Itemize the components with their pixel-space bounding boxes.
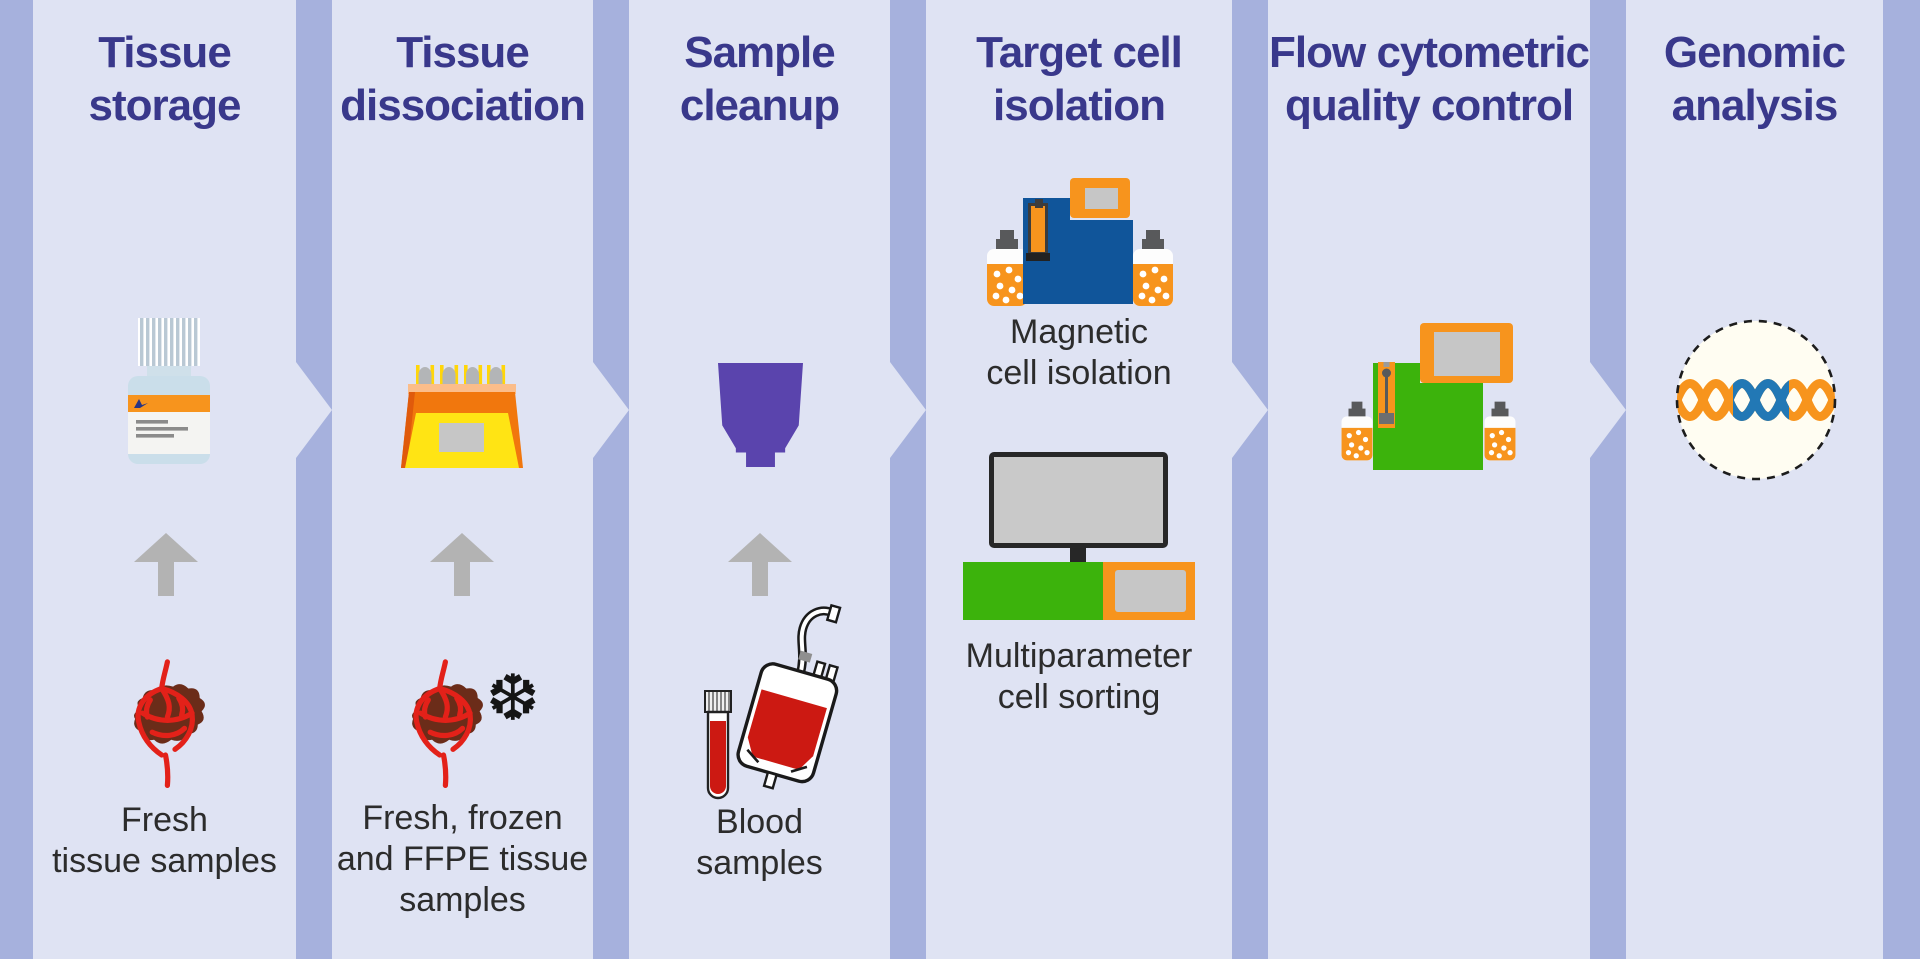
flow-arrow-icon — [1590, 362, 1626, 458]
arrow-stem — [752, 562, 768, 596]
blood-tube-icon — [704, 690, 732, 800]
tissue-sample-icon — [118, 658, 213, 795]
device-screen — [1420, 323, 1513, 383]
column-title: Sample cleanup — [679, 28, 840, 130]
monitor-icon — [989, 452, 1168, 548]
up-arrow-icon — [728, 533, 792, 597]
blood-bag-icon — [736, 603, 842, 790]
column-cap — [1035, 199, 1043, 208]
dissociator-icon — [401, 365, 523, 468]
panel-tissue-storage — [33, 0, 296, 959]
flow-arrow-icon — [296, 362, 332, 458]
arrow-head — [430, 533, 494, 562]
arrow-head — [134, 533, 198, 562]
storage-bottle-icon — [128, 318, 210, 464]
flow-arrow-icon — [1232, 362, 1268, 458]
flow-arrow-icon — [593, 362, 629, 458]
sample-label: Fresh, frozen and FFPE tissue samples — [336, 799, 589, 919]
column-title: Target cell isolation — [976, 28, 1183, 130]
dna-helix-icon — [1675, 319, 1837, 481]
tissue-sample-icon — [396, 658, 491, 795]
monitor-stand — [1070, 548, 1086, 563]
arrow-stem — [454, 562, 470, 596]
method-label: Magnetic cell isolation — [986, 313, 1172, 392]
snowflake-icon: ❆ — [486, 662, 540, 734]
flow-arrow-icon — [890, 362, 926, 458]
arrow-head — [728, 533, 792, 562]
column-title: Genomic analysis — [1663, 28, 1846, 130]
device-display — [1434, 332, 1500, 376]
panel-sample-cleanup — [629, 0, 890, 959]
separation-column-icon — [1026, 199, 1050, 261]
reagent-bottle-icon — [1341, 401, 1373, 461]
reagent-bottle-icon — [1484, 401, 1516, 461]
sample-label: Fresh tissue samples — [52, 801, 277, 880]
reagent-bottle-icon — [1133, 230, 1173, 306]
panel-tissue-dissociation — [332, 0, 593, 959]
column-title: Tissue storage — [88, 28, 242, 130]
column-title: Tissue dissociation — [340, 28, 586, 130]
sample-probe-icon — [1378, 362, 1395, 428]
device-screen — [1070, 178, 1130, 218]
sorter-display — [1115, 570, 1186, 612]
arrow-stem — [158, 562, 174, 596]
column-tip — [1026, 253, 1050, 261]
sample-label: Blood samples — [696, 803, 823, 882]
panel-flow-cytometric-qc — [1268, 0, 1590, 959]
method-label: Multiparameter cell sorting — [965, 637, 1193, 716]
up-arrow-icon — [430, 533, 494, 597]
cell-sorter-icon — [963, 562, 1103, 620]
column-title: Flow cytometric quality control — [1269, 28, 1590, 130]
device-display — [1085, 188, 1118, 209]
cell-sorter-screen — [1103, 562, 1195, 620]
up-arrow-icon — [134, 533, 198, 597]
